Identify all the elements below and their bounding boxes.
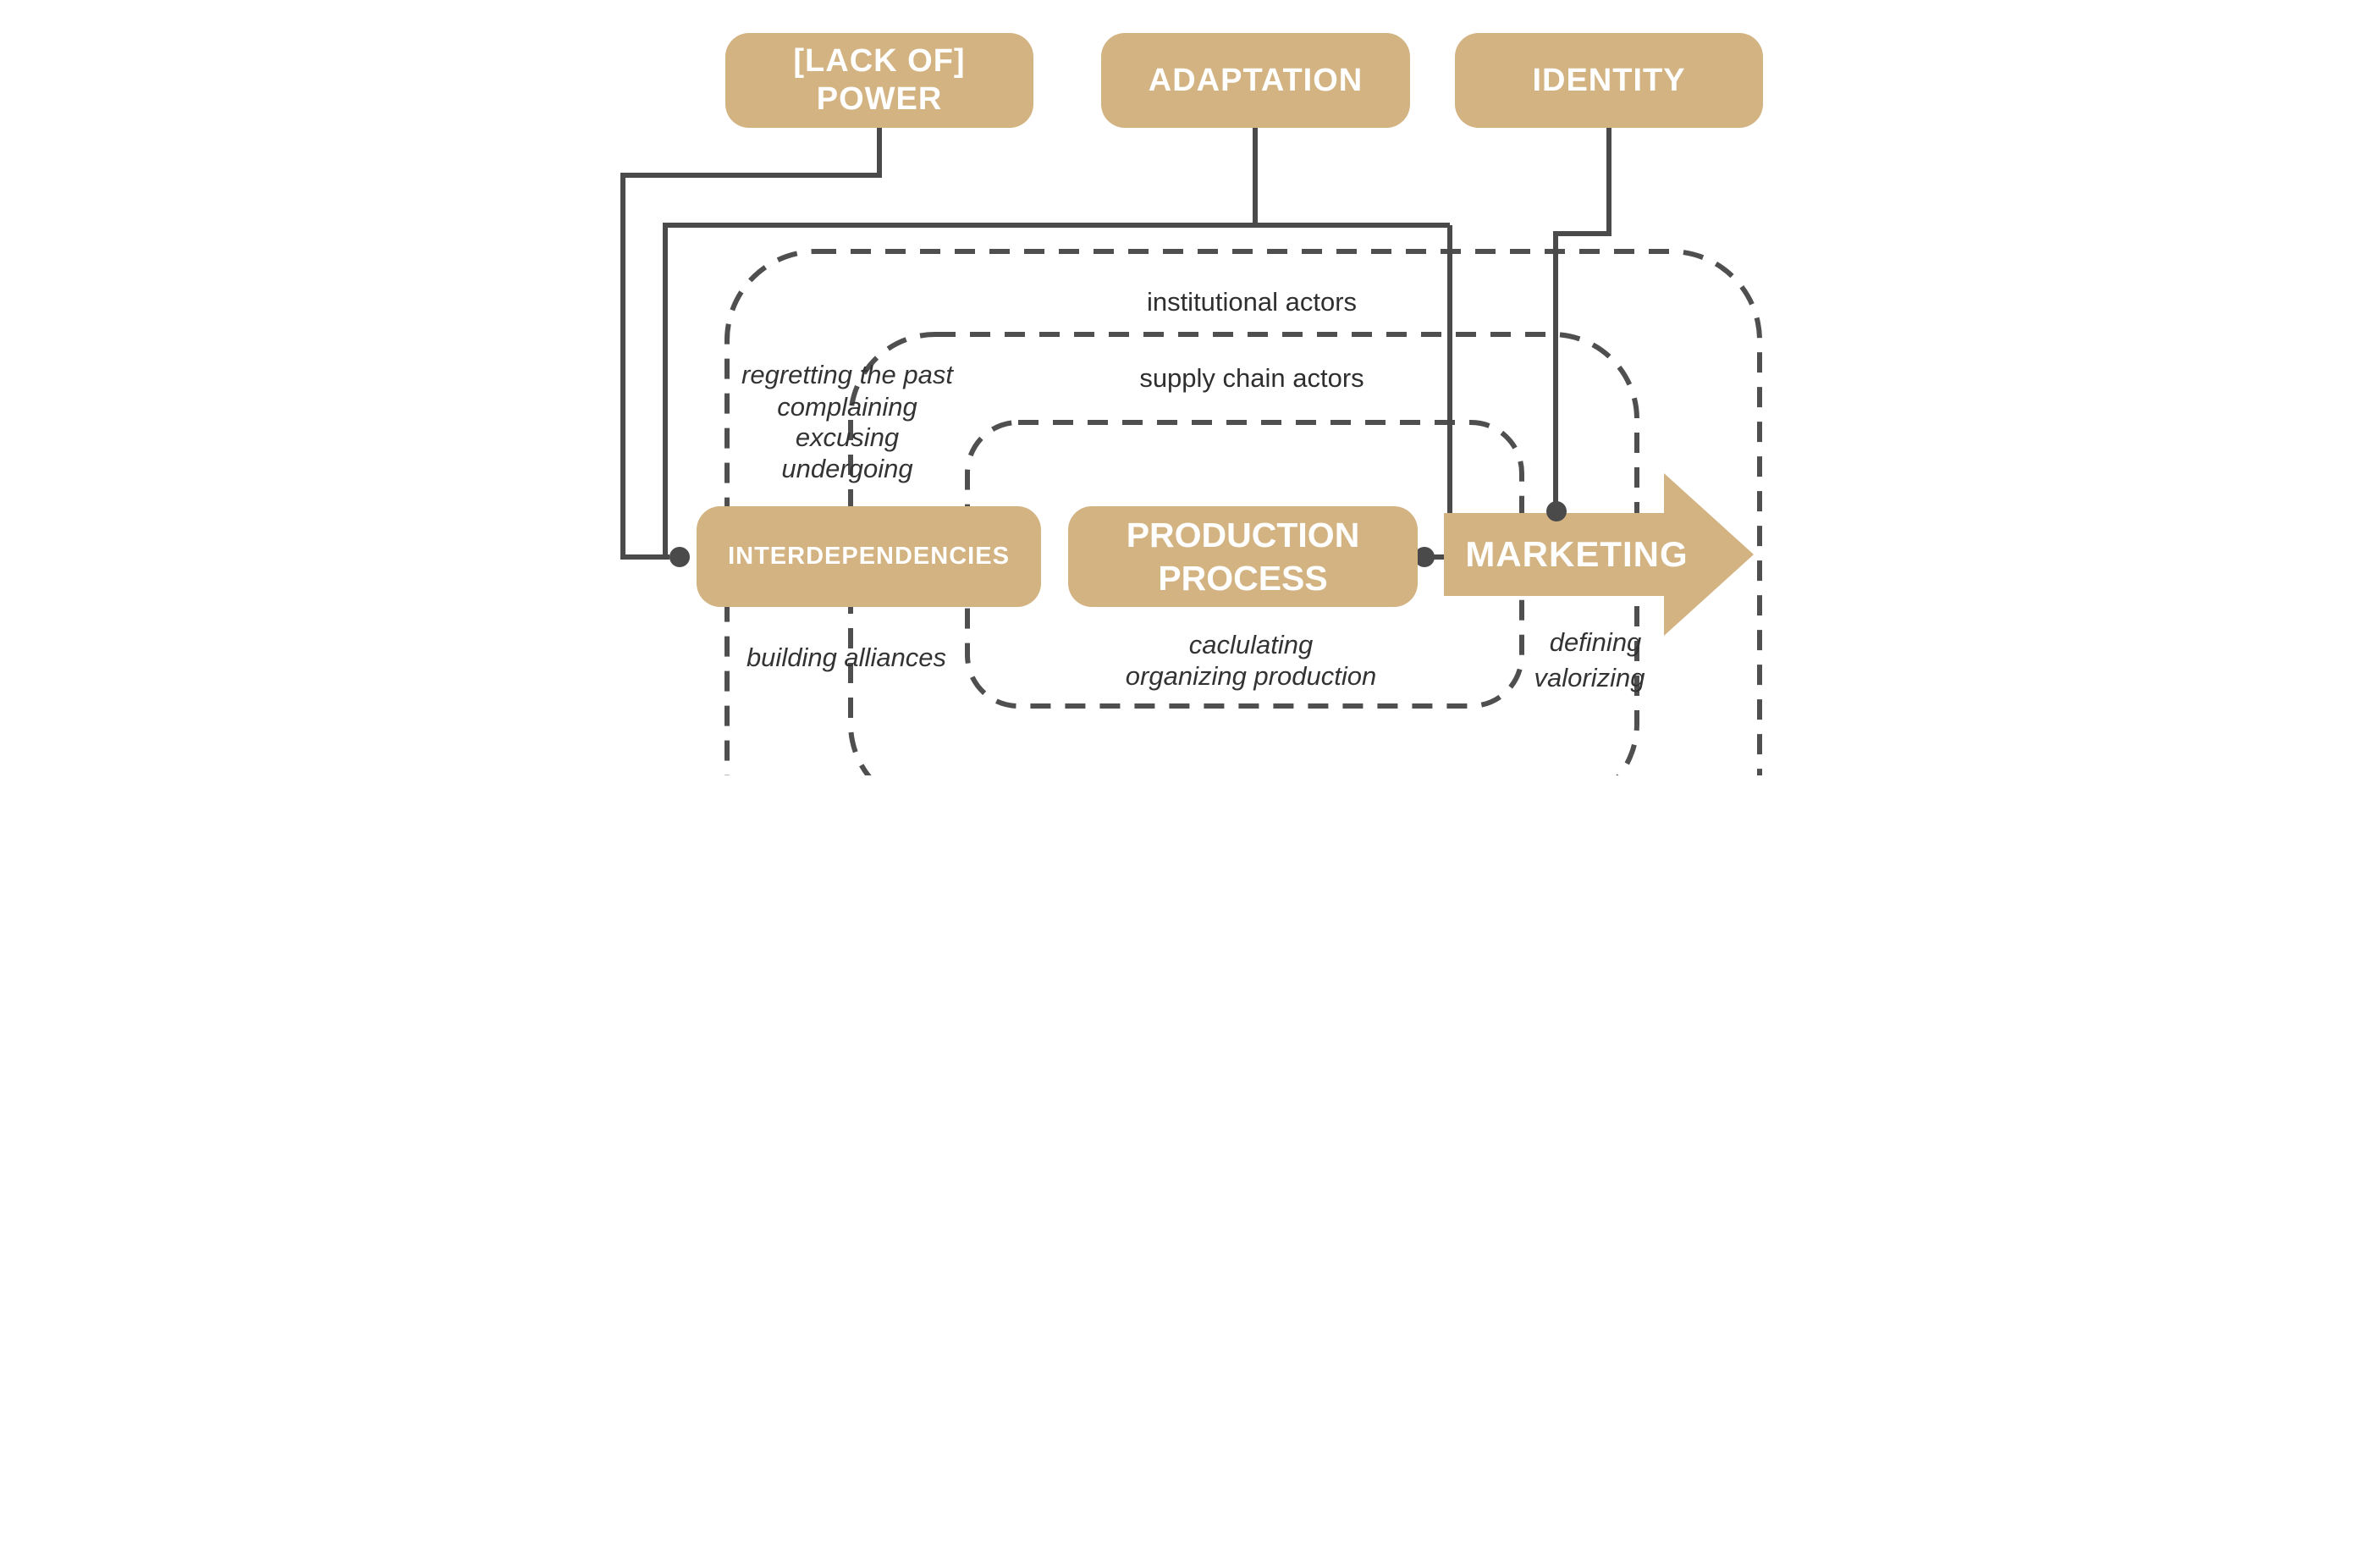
marketing-top-junction-dot: [1546, 501, 1567, 521]
adaptation-node-label: ADAPTATION: [1148, 62, 1364, 98]
annotation-regretting-the-past: regretting the past: [741, 360, 953, 389]
interdependencies-node: INTERDEPENDENCIES: [697, 506, 1041, 607]
annotation-complaining: complaining: [777, 392, 917, 422]
institutional-actors-boundary: [724, 249, 1762, 775]
adaptation-connector-line: [663, 128, 1452, 560]
institutional-actors-label: institutional actors: [1146, 287, 1358, 317]
marketing-arrow-label: MARKETING: [1465, 534, 1689, 574]
marketing-left-junction-dot: [1414, 547, 1435, 567]
marketing-arrow-shape: [1444, 473, 1754, 636]
annotation-valorizing: valorizing: [1534, 663, 1645, 692]
power-node: [LACK OF] POWER: [725, 33, 1033, 128]
interdependencies-junction-dot: [669, 547, 690, 567]
production-process-node: PRODUCTION PROCESS: [1068, 506, 1418, 607]
identity-node: IDENTITY: [1455, 33, 1763, 128]
annotation-undergoing: undergoing: [781, 454, 913, 483]
adaptation-node: ADAPTATION: [1101, 33, 1410, 128]
production-boundary: [965, 420, 1524, 709]
annotation-caclulating: caclulating: [1188, 630, 1314, 659]
annotation-excusing: excusing: [795, 422, 900, 452]
identity-node-label: IDENTITY: [1532, 62, 1686, 98]
diagram-canvas: [LACK OF] POWER ADAPTATION IDENTITY inst…: [595, 0, 1785, 775]
identity-connector-line: [1553, 128, 1611, 510]
annotation-building-alliances: building alliances: [746, 643, 947, 672]
annotation-defining: defining: [1549, 627, 1642, 657]
production-process-node-label: PRODUCTION PROCESS: [1126, 515, 1360, 598]
interdependencies-node-label: INTERDEPENDENCIES: [728, 543, 1010, 570]
supply-chain-actors-label: supply chain actors: [1139, 363, 1364, 393]
power-node-label: [LACK OF] POWER: [793, 43, 966, 117]
power-connector-line: [620, 128, 882, 560]
annotation-organizing-production: organizing production: [1125, 661, 1377, 691]
